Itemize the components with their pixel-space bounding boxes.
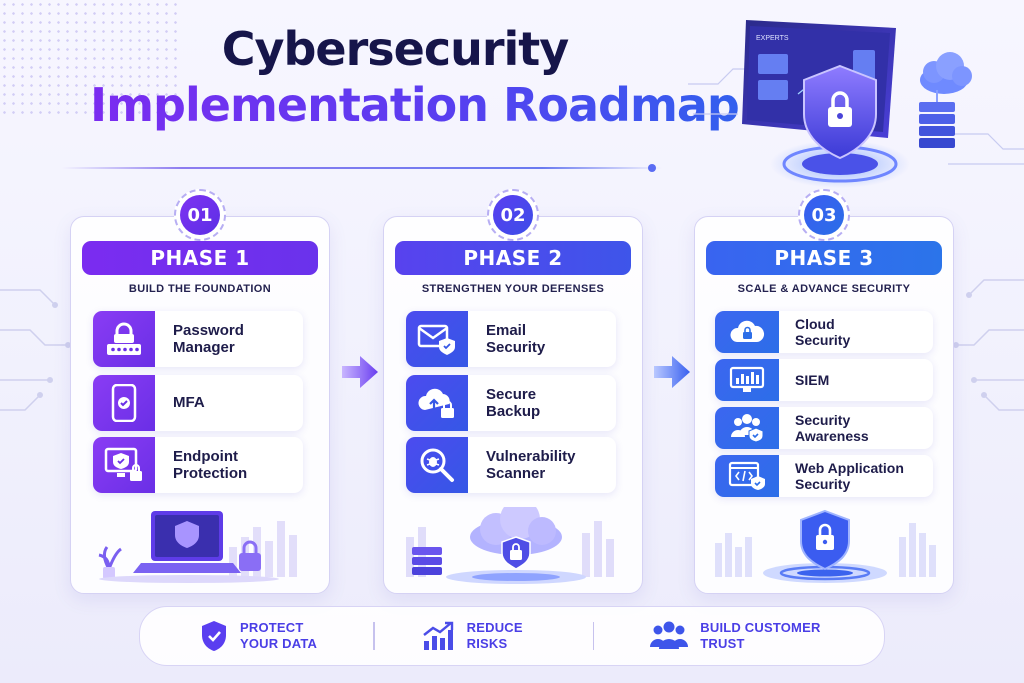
password-lock-icon bbox=[93, 311, 155, 367]
item-security-awareness: Security Awareness bbox=[715, 407, 933, 449]
arrow-right-icon bbox=[342, 356, 378, 388]
benefit-label: BUILD CUSTOMER TRUST bbox=[700, 619, 821, 651]
divider bbox=[373, 622, 375, 650]
benefit-build-customer-trust: BUILD CUSTOMER TRUST bbox=[650, 607, 820, 665]
phase-subtitle: STRENGTHEN YOUR DEFENSES bbox=[421, 283, 605, 295]
item-label: Web Application Security bbox=[795, 459, 904, 492]
cloud-upload-lock-icon bbox=[406, 375, 468, 431]
phase-number-badge: 01 bbox=[174, 189, 226, 241]
monitor-label: EXPERTS bbox=[756, 35, 789, 42]
benefit-label: REDUCE RISKS bbox=[466, 619, 523, 651]
benefit-reduce-risks: REDUCE RISKS bbox=[421, 607, 523, 665]
item-endpoint-protection: Endpoint Protection bbox=[93, 437, 303, 493]
monitor-chart-icon bbox=[715, 359, 779, 401]
item-cloud-security: Cloud Security bbox=[715, 311, 933, 353]
item-vulnerability-scanner: Vulnerability Scanner bbox=[406, 437, 616, 493]
item-secure-backup: Secure Backup bbox=[406, 375, 616, 431]
phase-number-badge: 03 bbox=[798, 189, 850, 241]
item-label: Vulnerability Scanner bbox=[486, 447, 576, 482]
phase-card-3: 03 PHASE 3 SCALE & ADVANCE SECURITY Clou… bbox=[694, 189, 954, 594]
item-email-security: Email Security bbox=[406, 311, 616, 367]
phase-number: 01 bbox=[180, 195, 220, 235]
shield-platform-illustration bbox=[715, 509, 936, 583]
phone-check-icon bbox=[93, 375, 155, 431]
item-mfa: MFA bbox=[93, 375, 303, 431]
monitor-shield-lock-icon bbox=[93, 437, 155, 493]
item-siem: SIEM bbox=[715, 359, 933, 401]
shield-check-icon bbox=[202, 621, 226, 651]
phase-title: PHASE 1 bbox=[82, 241, 318, 275]
title-line-1: Cybersecurity bbox=[221, 22, 570, 76]
cloud-scene-illustration bbox=[406, 507, 614, 584]
phase-subtitle: BUILD THE FOUNDATION bbox=[128, 283, 272, 295]
phase-card-2: 02 PHASE 2 STRENGTHEN YOUR DEFENSES Emai… bbox=[383, 189, 643, 594]
item-web-application-security: Web Application Security bbox=[715, 455, 933, 497]
phase-number-badge: 02 bbox=[487, 189, 539, 241]
item-password-manager: Password Manager bbox=[93, 311, 303, 367]
phase-title: PHASE 3 bbox=[706, 241, 942, 275]
benefits-bar: PROTECT YOUR DATA REDUCE RISKS BUILD CUS… bbox=[139, 606, 885, 666]
people-shield-icon bbox=[715, 407, 779, 449]
benefit-label: PROTECT YOUR DATA bbox=[240, 619, 318, 651]
page-title: Cybersecurity Implementation Roadmap bbox=[90, 22, 760, 132]
item-label: Security Awareness bbox=[795, 411, 869, 444]
phase-number: 02 bbox=[493, 195, 533, 235]
item-label: SIEM bbox=[795, 371, 830, 388]
title-underline bbox=[62, 164, 662, 172]
laptop-scene-illustration bbox=[98, 511, 297, 583]
divider bbox=[592, 622, 595, 650]
hero-illustration: EXPERTS bbox=[688, 20, 1024, 188]
title-line-2: Implementation Roadmap bbox=[90, 78, 760, 132]
item-label: Password Manager bbox=[173, 321, 244, 356]
phase-number: 03 bbox=[804, 195, 844, 235]
item-label: Endpoint Protection bbox=[173, 447, 248, 482]
envelope-shield-icon bbox=[406, 311, 468, 367]
phase-card-1: 01 PHASE 1 BUILD THE FOUNDATION Password… bbox=[70, 189, 330, 594]
item-label: MFA bbox=[173, 394, 205, 412]
people-group-icon bbox=[650, 621, 689, 649]
phase-title: PHASE 2 bbox=[395, 241, 631, 275]
dot-pattern bbox=[0, 0, 180, 120]
cloud-lock-icon bbox=[715, 311, 779, 353]
magnifier-bug-icon bbox=[406, 437, 468, 493]
item-label: Email Security bbox=[486, 321, 546, 356]
circuit-lines-left bbox=[0, 289, 70, 411]
circuit-lines-right bbox=[954, 279, 1024, 411]
benefit-protect-data: PROTECT YOUR DATA bbox=[200, 607, 317, 665]
code-window-shield-icon bbox=[715, 455, 779, 497]
phase-subtitle: SCALE & ADVANCE SECURITY bbox=[737, 283, 911, 295]
item-label: Cloud Security bbox=[795, 315, 851, 348]
item-label: Secure Backup bbox=[486, 385, 541, 420]
arrow-right-icon bbox=[654, 356, 690, 388]
trend-up-chart-icon bbox=[422, 621, 453, 650]
